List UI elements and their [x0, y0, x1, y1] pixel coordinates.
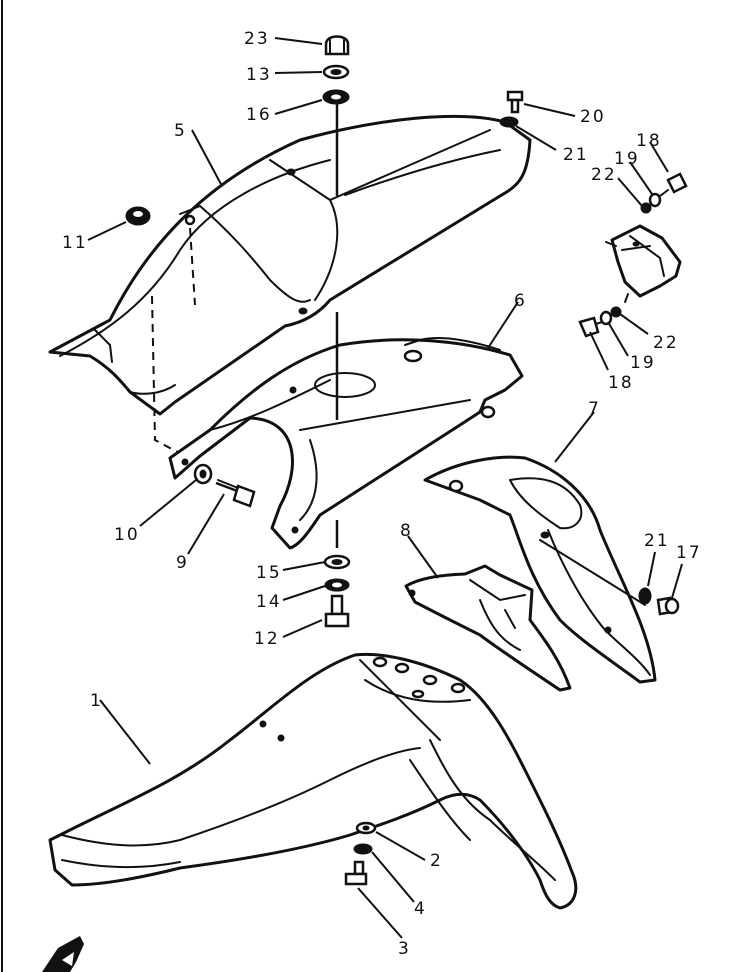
cap-nut-23	[324, 35, 350, 56]
callout-21-upper: 21	[563, 145, 589, 165]
washer-14	[324, 578, 350, 592]
front-fender-part-1	[48, 652, 578, 910]
callout-22-upper: 22	[591, 165, 617, 185]
callout-18-upper: 18	[636, 131, 662, 151]
callout-19-lower: 19	[630, 353, 656, 373]
bolt-3	[344, 860, 368, 886]
washer-21-upper	[499, 116, 519, 128]
callout-15: 15	[256, 563, 282, 583]
alignment-lines	[151, 227, 196, 457]
leader-lines	[87, 37, 683, 939]
callout-23: 23	[244, 29, 270, 49]
callout-labels: 23 13 16 5 11 20 21 18 19 22 22 19 18 6 …	[62, 29, 702, 959]
callout-13: 13	[246, 65, 272, 85]
callout-5: 5	[174, 121, 187, 141]
callout-18-lower: 18	[608, 373, 634, 393]
side-cover-part-7	[423, 455, 657, 684]
callout-4: 4	[414, 899, 427, 919]
callout-21-lower: 21	[644, 531, 670, 551]
callout-19-upper: 19	[614, 149, 640, 169]
callout-22-lower: 22	[653, 333, 679, 353]
washer-21-lower	[638, 587, 652, 605]
callout-20: 20	[580, 107, 606, 127]
callout-3: 3	[398, 939, 411, 959]
screw-18-upper	[659, 172, 688, 197]
washer-16	[322, 89, 350, 105]
washer-15	[323, 554, 351, 570]
screw-18-lower	[578, 316, 603, 338]
corner-mark	[42, 936, 84, 972]
washer-22-lower	[610, 306, 622, 318]
callout-2: 2	[430, 851, 443, 871]
callout-8: 8	[400, 521, 413, 541]
screw-17	[656, 596, 680, 616]
callout-12: 12	[254, 629, 280, 649]
collar-10	[193, 463, 213, 485]
callout-14: 14	[256, 592, 282, 612]
grommet-11	[125, 206, 151, 226]
inner-cover-part-8	[404, 564, 572, 692]
bolt-20	[506, 90, 524, 114]
callout-9: 9	[176, 553, 189, 573]
mounting-bracket	[605, 224, 682, 303]
washer-19-upper	[648, 192, 662, 208]
callout-7: 7	[588, 399, 601, 419]
callout-6: 6	[514, 291, 527, 311]
bolt-9	[215, 479, 256, 508]
callout-11: 11	[62, 233, 88, 253]
callout-1: 1	[90, 691, 103, 711]
collar-2	[355, 821, 377, 835]
washer-13	[322, 64, 350, 80]
callout-10: 10	[114, 525, 140, 545]
callout-17: 17	[676, 543, 702, 563]
washer-22-upper	[640, 202, 652, 214]
inner-fender-part-6	[168, 337, 524, 550]
bolt-12	[324, 594, 350, 628]
washer-4	[353, 843, 373, 855]
callout-16: 16	[246, 105, 272, 125]
washer-19-lower	[599, 310, 613, 326]
